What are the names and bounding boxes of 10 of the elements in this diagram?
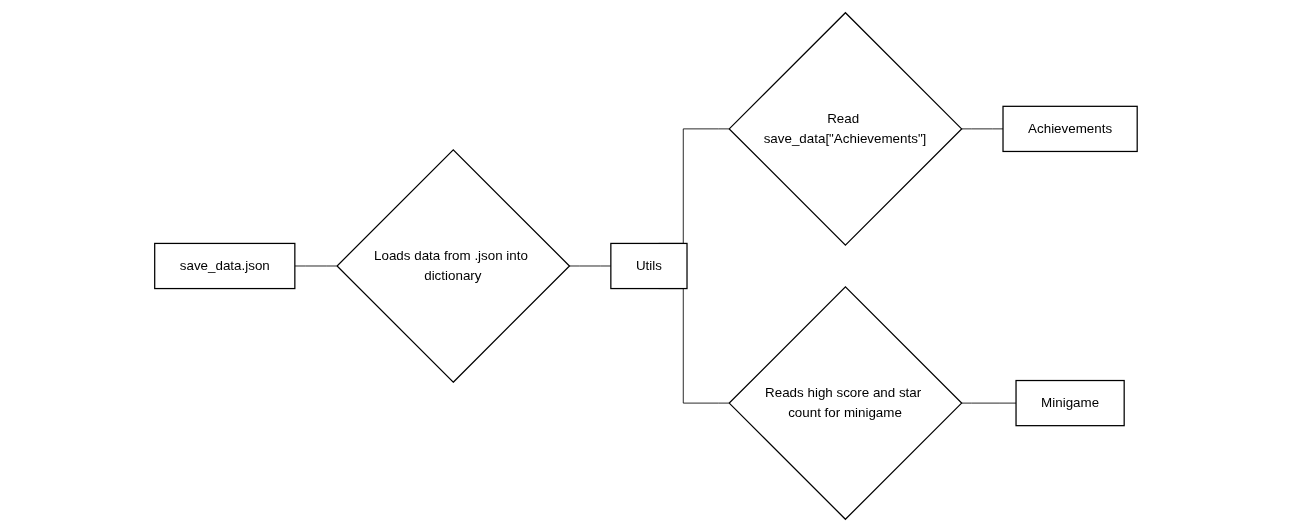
node-diamond: Read save_data["Achievements"] [728, 11, 963, 246]
node-box: save_data.json [154, 242, 296, 289]
node-box: Utils [610, 242, 688, 289]
node-box: Minigame [1015, 379, 1125, 426]
node-box: Achievements [1002, 105, 1138, 152]
node-diamond: Loads data from .json into dictionary [336, 148, 571, 383]
node-diamond: Reads high score and star count for minigame [728, 285, 963, 520]
connector [960, 402, 1017, 403]
connector [960, 127, 1004, 129]
connector [294, 265, 338, 266]
